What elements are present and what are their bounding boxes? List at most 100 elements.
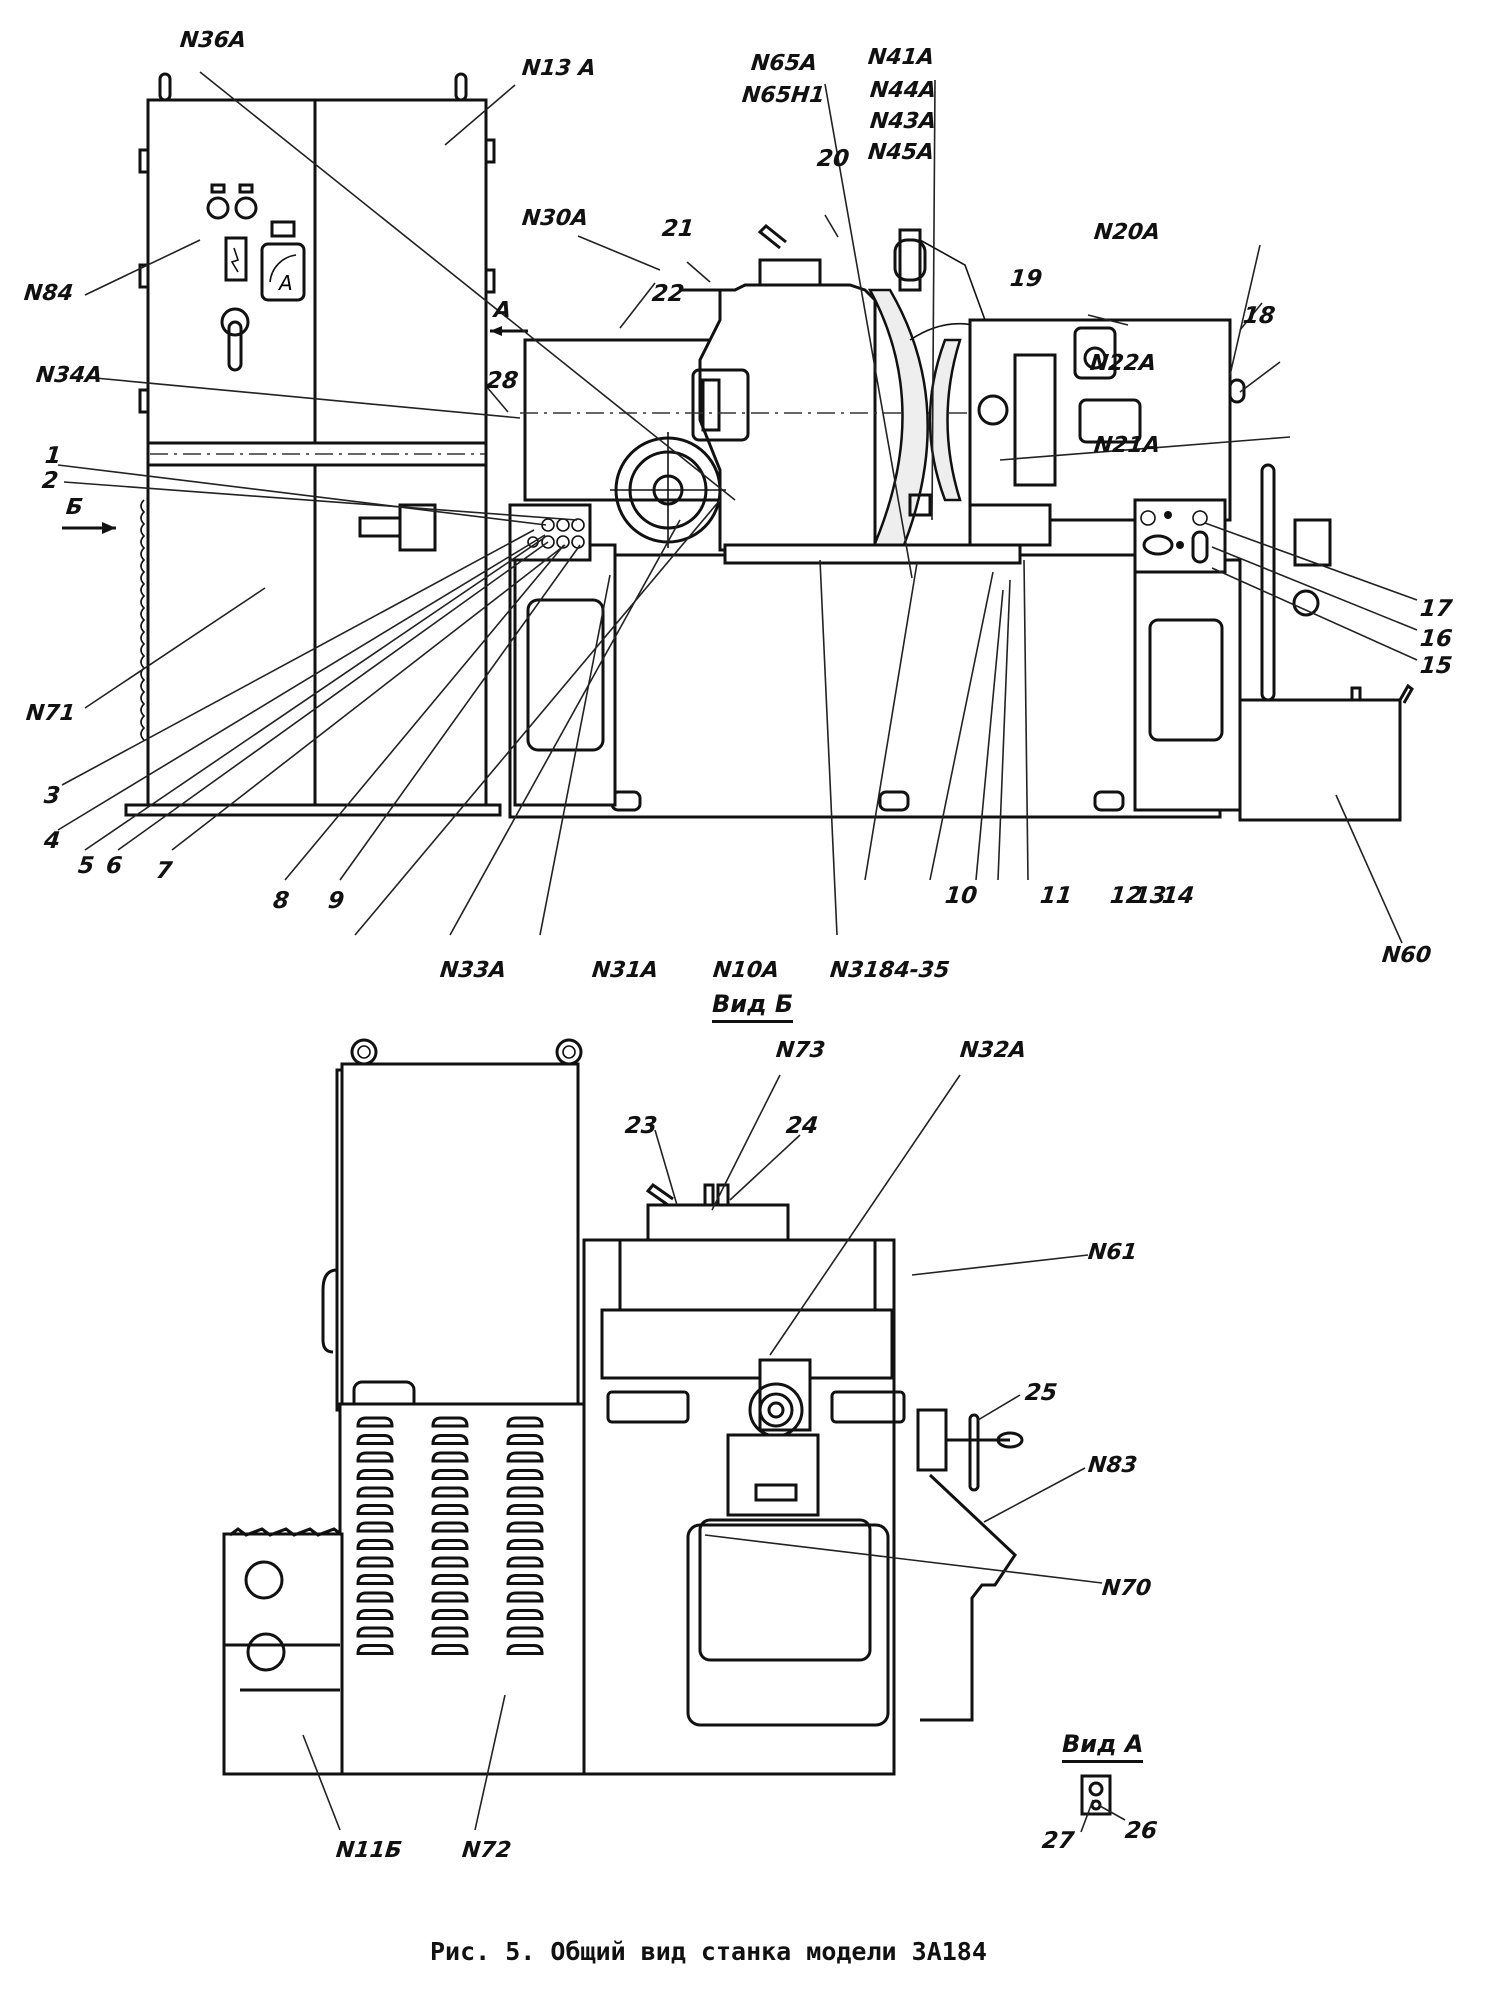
louver-slot — [506, 1521, 544, 1533]
label-27: 27 — [1040, 1828, 1076, 1854]
right-control-panel — [1133, 498, 1227, 574]
cabinet-switch-panel — [206, 183, 258, 282]
louver-slot — [431, 1609, 469, 1620]
louver-slot — [356, 1451, 394, 1463]
louver-slot — [506, 1504, 544, 1515]
louver-slot — [431, 1416, 469, 1428]
louver-slot — [356, 1556, 394, 1568]
louver-slot — [506, 1539, 544, 1550]
louver-slot — [431, 1451, 469, 1463]
label-n10a: N10A — [711, 958, 781, 983]
louver-slot — [431, 1644, 469, 1655]
louver-slot — [356, 1574, 394, 1585]
label-n30a: N30A — [520, 206, 590, 231]
louver-slot — [431, 1626, 469, 1638]
view-b-louvered-panel-n72 — [338, 1402, 586, 1776]
label-n72: N72 — [460, 1838, 513, 1863]
label-14: 14 — [1160, 883, 1196, 909]
louver-slot — [356, 1486, 394, 1498]
leader-lines-view-b — [302, 1074, 1103, 1831]
louver-slot — [431, 1574, 469, 1585]
label-25: 25 — [1023, 1380, 1059, 1406]
regulating-wheel-n20a — [909, 318, 1246, 522]
view-b-title: Вид Б — [712, 990, 794, 1023]
machine-bed-n10a — [508, 543, 1242, 819]
louver-slot — [431, 1539, 469, 1550]
louver-slot — [506, 1469, 544, 1480]
label-n61: N61 — [1086, 1240, 1139, 1265]
view-b-handwheel-25 — [916, 1408, 1024, 1722]
coolant-tank-n60 — [1238, 683, 1414, 822]
label-n22a: N22A — [1088, 351, 1158, 376]
label-n65a: N65A — [749, 51, 819, 76]
louver-slot — [506, 1486, 544, 1498]
arrow-a-indicator — [490, 326, 528, 336]
label-n13a: N13 A — [520, 56, 598, 81]
ammeter-icon: A — [260, 220, 306, 302]
label-23: 23 — [623, 1113, 659, 1139]
label-1: 1 — [43, 443, 63, 469]
label-n84: N84 — [22, 281, 75, 306]
louver-slot — [356, 1469, 394, 1480]
louver-slot — [431, 1556, 469, 1568]
label-20: 20 — [815, 146, 851, 172]
label-arrow-a: А — [492, 298, 513, 323]
cabinet-door-handle — [220, 307, 250, 372]
label-19: 19 — [1008, 266, 1044, 292]
label-26: 26 — [1123, 1818, 1159, 1844]
louver-slot — [506, 1451, 544, 1463]
leader-lines-main — [57, 71, 1418, 944]
view-a-title: Вид А — [1062, 1730, 1144, 1763]
label-n83: N83 — [1086, 1453, 1139, 1478]
label-n70: N70 — [1100, 1576, 1153, 1601]
label-n43a: N43A — [868, 109, 938, 134]
label-n60: N60 — [1380, 943, 1433, 968]
label-n20a: N20A — [1092, 220, 1162, 245]
louver-slot — [506, 1626, 544, 1638]
arrow-b-indicator — [62, 522, 116, 534]
label-n44a: N44A — [868, 78, 938, 103]
label-n73: N73 — [774, 1038, 827, 1063]
label-15: 15 — [1418, 653, 1454, 679]
louver-slot — [431, 1591, 469, 1603]
louver-slot — [356, 1434, 394, 1445]
louver-slot — [506, 1591, 544, 1603]
louver-slot — [431, 1521, 469, 1533]
work-rest-table — [723, 493, 1052, 565]
label-6: 6 — [104, 853, 124, 879]
view-b-cabinet-n84 — [321, 1038, 583, 1434]
louver-slot — [506, 1609, 544, 1620]
louver-slot — [506, 1556, 544, 1568]
label-n33a: N33A — [438, 958, 508, 983]
louver-slot — [506, 1574, 544, 1585]
louver-slot — [431, 1504, 469, 1515]
louver-slot — [356, 1504, 394, 1515]
louver-slot — [506, 1416, 544, 1428]
label-n41a: N41A — [866, 45, 936, 70]
label-n65h1: N65H1 — [740, 83, 827, 108]
label-3: 3 — [42, 783, 62, 809]
louver-slot — [506, 1434, 544, 1445]
view-a-detail — [1080, 1774, 1126, 1833]
label-n71: N71 — [24, 701, 77, 726]
label-17: 17 — [1418, 596, 1454, 622]
louver-slot — [356, 1416, 394, 1428]
label-22: 22 — [650, 281, 686, 307]
wheel-head-n30a — [520, 223, 1000, 552]
label-2: 2 — [40, 468, 60, 494]
louver-slots — [356, 1416, 544, 1655]
label-n31a: N31A — [590, 958, 660, 983]
view-b-machine-body — [582, 1182, 906, 1776]
label-5: 5 — [76, 853, 96, 879]
label-n21a: N21A — [1092, 433, 1162, 458]
view-b-hydro-unit-n11b — [222, 1527, 344, 1776]
label-n3184-35: N3184-35 — [828, 958, 951, 983]
louver-slot — [506, 1644, 544, 1655]
cabinet-base-n71 — [124, 441, 502, 817]
louver-slot — [431, 1469, 469, 1480]
label-n45a: N45A — [866, 140, 936, 165]
label-n34a: N34A — [34, 363, 104, 388]
label-8: 8 — [271, 888, 291, 914]
coolant-nozzle-20 — [893, 228, 986, 321]
